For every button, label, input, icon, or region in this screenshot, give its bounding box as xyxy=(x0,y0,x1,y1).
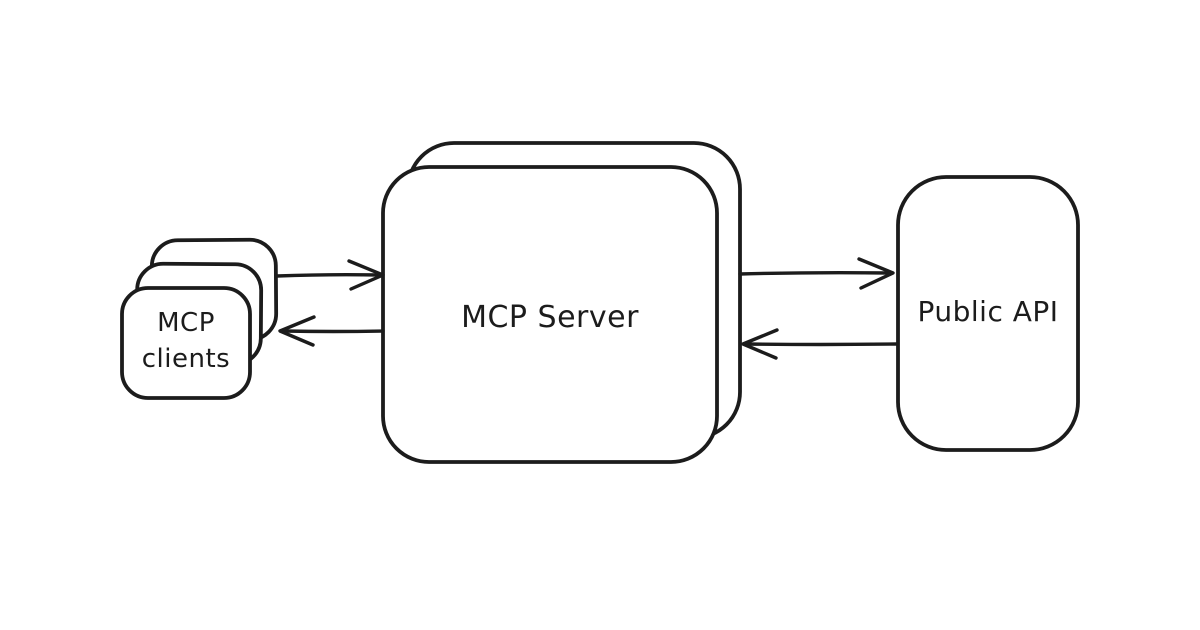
edge-server-to-clients-arrowhead-icon xyxy=(278,315,316,347)
edge-server-to-clients xyxy=(278,315,385,347)
edge-clients-to-server-line xyxy=(275,272,382,278)
public-api-label: Public API xyxy=(917,295,1058,328)
node-mcp-server: MCP Server xyxy=(381,141,742,464)
node-public-api: Public API xyxy=(896,175,1080,452)
edge-clients-to-server xyxy=(275,259,385,291)
edge-api-to-server-arrowhead-icon xyxy=(741,328,779,360)
mcp-clients-label-line-2: clients xyxy=(142,344,230,374)
edge-server-to-api-arrowhead-icon xyxy=(857,257,895,290)
mcp-clients-label-line-1: MCP xyxy=(157,308,215,338)
mcp-server-label: MCP Server xyxy=(461,300,639,335)
edge-server-to-api-line xyxy=(738,270,891,276)
edge-server-to-clients-line xyxy=(282,329,385,334)
edge-clients-to-server-arrowhead-icon xyxy=(347,259,385,291)
edge-api-to-server-line xyxy=(745,342,899,347)
public-api-box xyxy=(896,175,1080,452)
mcp-server-box-front xyxy=(381,165,719,464)
edge-server-to-api xyxy=(738,257,895,290)
mcp-clients-box-front xyxy=(120,286,252,400)
node-mcp-clients: MCP clients xyxy=(120,237,279,400)
edge-api-to-server xyxy=(741,328,899,360)
